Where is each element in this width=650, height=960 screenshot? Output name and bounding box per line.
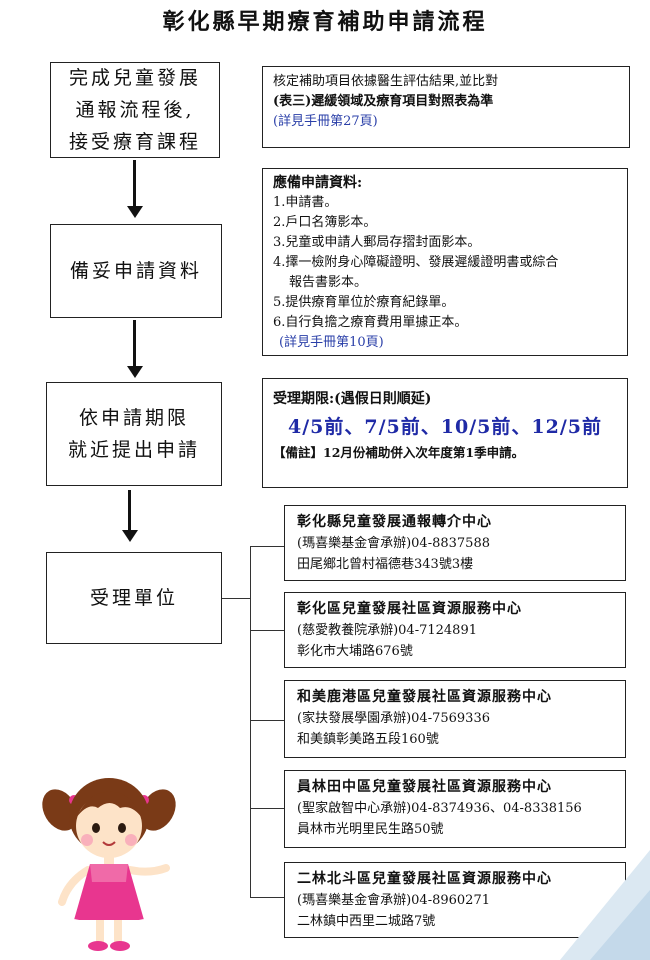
arrowhead (121, 530, 138, 542)
arrow-down (128, 490, 131, 530)
connector (250, 720, 284, 722)
step-complete-report: 完成兒童發展 通報流程後, 接受療育課程 (50, 62, 220, 158)
unit-address: 和美鎮彰美路五段160號 (297, 732, 439, 747)
girl-illustration (42, 778, 176, 951)
step-line: 依申請期限 (78, 407, 189, 429)
info-line: 核定補助項目依據醫生評估結果,並比對 (273, 74, 499, 89)
doc-item: 報告書影本。 (289, 275, 368, 290)
info-heading: 受理期限:(遇假日則順延) (273, 391, 432, 407)
remark-label: 【備註】 (273, 445, 324, 460)
arrow-down (133, 320, 136, 366)
unit-name: 彰化區兒童發展社區資源服務中心 (297, 601, 522, 617)
connector (250, 546, 252, 897)
unit-address: 二林鎮中西里二城路7號 (297, 914, 436, 929)
info-line: (表三)遲緩領域及療育項目對照表為準 (273, 94, 494, 109)
doc-item: 4.擇一檢附身心障礙證明、發展遲緩證明書或綜合 (273, 255, 559, 270)
step-line: 接受療育課程 (68, 131, 201, 153)
step-line: 就近提出申請 (67, 439, 200, 461)
unit-phone: 04-8374936、04-8338156 (411, 801, 582, 816)
info-subsidy-verification: 核定補助項目依據醫生評估結果,並比對 (表三)遲緩領域及療育項目對照表為準 (詳… (262, 66, 630, 148)
unit-name: 二林北斗區兒童發展社區資源服務中心 (297, 871, 552, 887)
page-title: 彰化縣早期療育補助申請流程 (162, 10, 488, 35)
unit-card: 二林北斗區兒童發展社區資源服務中心 (瑪喜樂基金會承辦)04-8960271 二… (284, 862, 626, 938)
unit-phone: 04-8837588 (411, 536, 490, 551)
unit-org: (瑪喜樂基金會承辦) (297, 893, 412, 908)
info-required-documents: 應備申請資料: 1.申請書。 2.戶口名簿影本。 3.兒童或申請人郵局存摺封面影… (262, 168, 628, 356)
step-line: 受理單位 (89, 587, 178, 609)
info-note: (詳見手冊第10頁) (279, 335, 384, 350)
doc-item: 6.自行負擔之療育費用單據正本。 (273, 315, 468, 330)
unit-name: 彰化縣兒童發展通報轉介中心 (297, 514, 492, 530)
doc-item: 1.申請書。 (273, 195, 338, 210)
arrowhead (126, 366, 143, 378)
unit-phone: 04-7569336 (411, 711, 490, 726)
doc-item: 3.兒童或申請人郵局存摺封面影本。 (273, 235, 481, 250)
step-line: 完成兒童發展 (68, 67, 201, 89)
unit-address: 員林市光明里民生路50號 (297, 822, 444, 837)
unit-phone: 04-7124891 (398, 623, 477, 638)
doc-item: 2.戶口名簿影本。 (273, 215, 377, 230)
info-note: (詳見手冊第27頁) (273, 114, 378, 129)
step-receiving-units: 受理單位 (46, 552, 222, 644)
info-heading: 應備申請資料: (273, 175, 363, 191)
unit-name: 員林田中區兒童發展社區資源服務中心 (297, 779, 552, 795)
unit-name: 和美鹿港區兒童發展社區資源服務中心 (297, 689, 552, 705)
unit-card: 彰化縣兒童發展通報轉介中心 (瑪喜樂基金會承辦)04-8837588 田尾鄉北曾… (284, 505, 626, 581)
unit-card: 和美鹿港區兒童發展社區資源服務中心 (家扶發展學園承辦)04-7569336 和… (284, 680, 626, 758)
unit-org: (瑪喜樂基金會承辦) (297, 536, 412, 551)
unit-address: 田尾鄉北曾村福德巷343號3樓 (297, 557, 474, 572)
info-deadlines: 受理期限:(遇假日則順延) 4/5前、7/5前、10/5前、12/5前 【備註】… (262, 378, 628, 488)
corner-decoration (560, 850, 650, 960)
doc-item: 5.提供療育單位於療育紀錄單。 (273, 295, 455, 310)
unit-org: (慈愛教養院承辦) (297, 623, 399, 638)
unit-card: 員林田中區兒童發展社區資源服務中心 (聖家啟智中心承辦)04-8374936、0… (284, 770, 626, 848)
step-submit-application: 依申請期限 就近提出申請 (46, 382, 222, 486)
connector (250, 897, 284, 899)
unit-address: 彰化市大埔路676號 (297, 644, 413, 659)
deadline-dates: 4/5前、7/5前、10/5前、12/5前 (288, 416, 602, 438)
connector (250, 808, 284, 810)
unit-org: (聖家啟智中心承辦) (297, 801, 412, 816)
step-line: 備妥申請資料 (69, 260, 202, 282)
connector (222, 598, 250, 600)
step-line: 通報流程後, (75, 99, 195, 121)
arrow-down (133, 160, 136, 206)
step-prepare-documents: 備妥申請資料 (50, 224, 222, 318)
arrowhead (126, 206, 143, 218)
connector (250, 630, 284, 632)
connector (250, 546, 284, 548)
unit-org: (家扶發展學園承辦) (297, 711, 412, 726)
remark-text: 12月份補助併入次年度第1季申請。 (323, 445, 525, 460)
unit-card: 彰化區兒童發展社區資源服務中心 (慈愛教養院承辦)04-7124891 彰化市大… (284, 592, 626, 668)
unit-phone: 04-8960271 (411, 893, 490, 908)
